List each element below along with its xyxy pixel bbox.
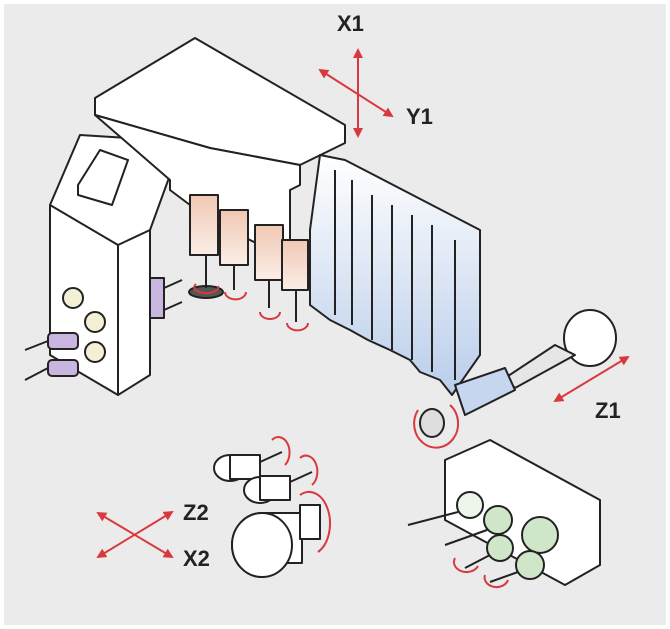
- x1-y1-axis-arrows: [318, 48, 394, 138]
- left-tool-column: [49, 134, 171, 396]
- z1-spindle: [413, 309, 617, 449]
- bottom-tool-holders: [213, 436, 332, 578]
- x1-label: X1: [337, 11, 364, 36]
- yellow-holders: [62, 287, 106, 363]
- z1-label: Z1: [595, 398, 621, 423]
- machine-axes-diagram: X1 Y1 Z1 Z2 X2: [4, 4, 666, 625]
- blue-tool-block: [309, 154, 481, 396]
- x2-label: X2: [183, 546, 210, 571]
- purple-holders: [24, 277, 183, 381]
- z1-axis-arrow: [553, 355, 630, 403]
- orange-spindles: [188, 194, 309, 322]
- z2-label: Z2: [183, 500, 209, 525]
- spindle-rotation-arrows: [193, 283, 309, 332]
- z2-x2-axis-arrows: [96, 510, 174, 559]
- y1-label: Y1: [406, 104, 433, 129]
- diagram-canvas: X1 Y1 Z1 Z2 X2: [24, 11, 630, 589]
- green-holder-block: [407, 439, 601, 589]
